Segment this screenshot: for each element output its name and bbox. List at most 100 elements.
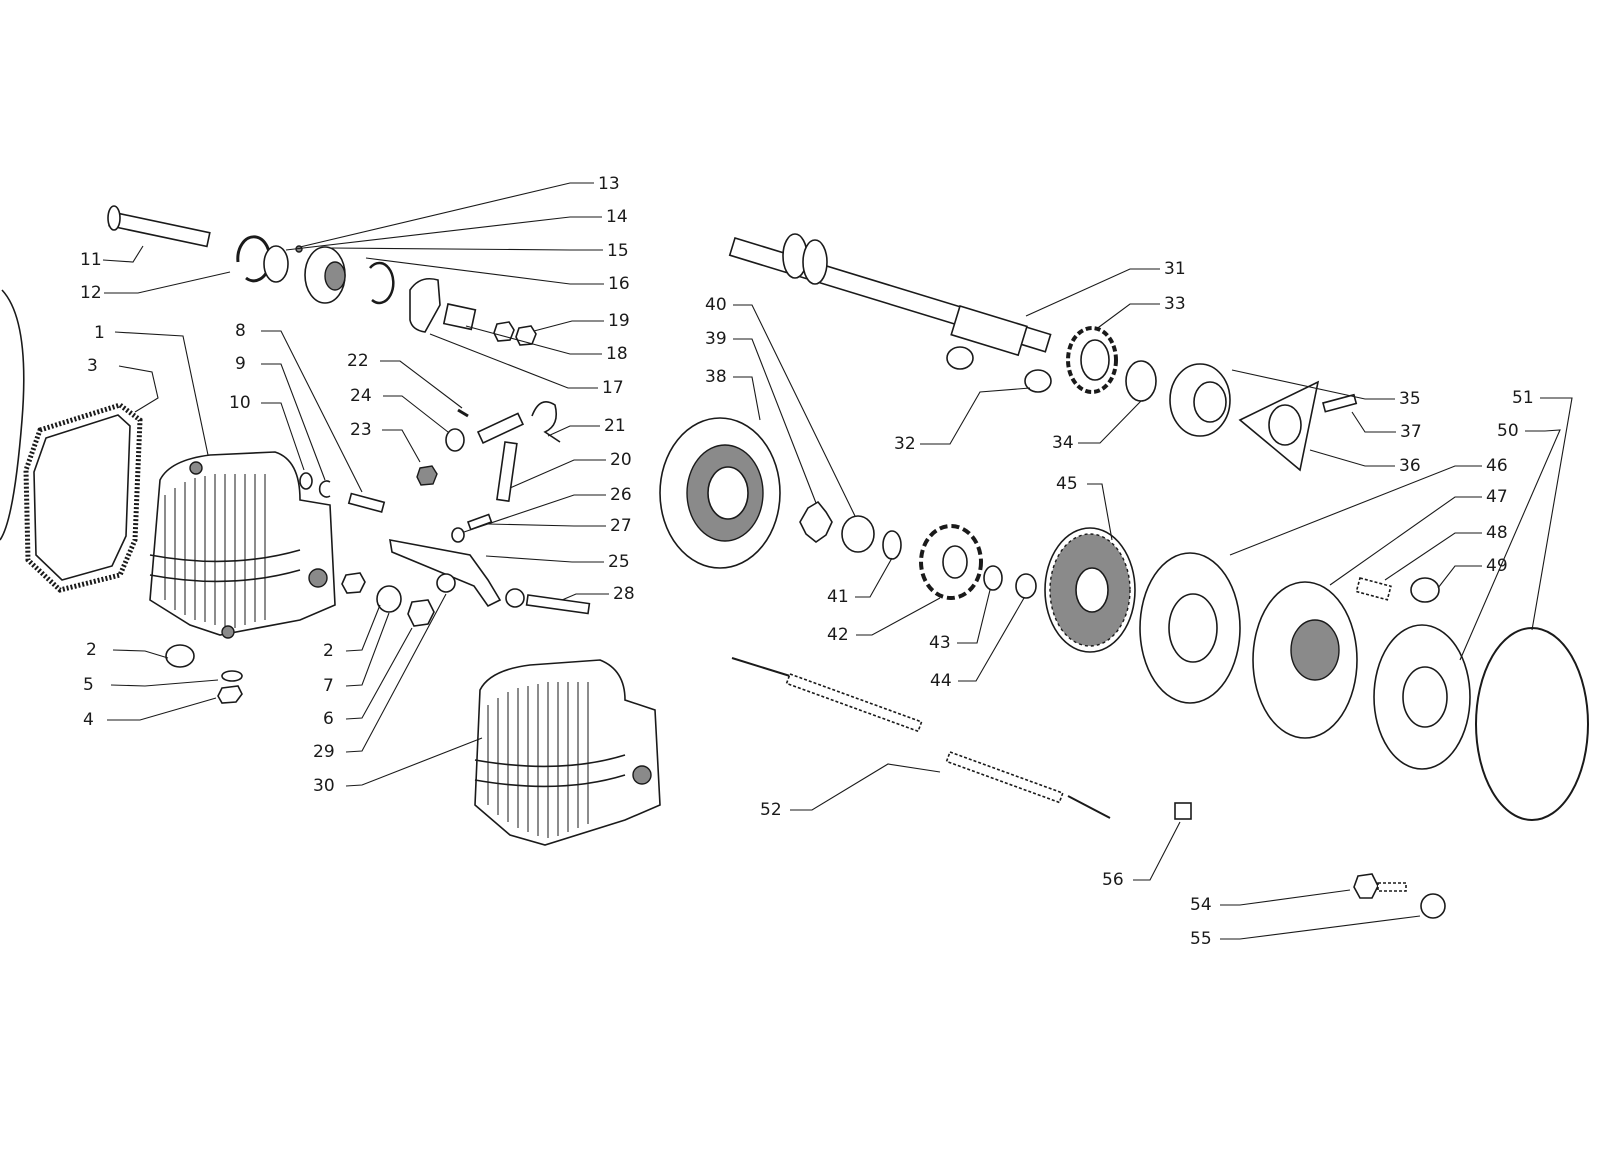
washer-34	[1125, 360, 1157, 402]
gear-33	[1066, 326, 1118, 394]
callout-44: 44	[930, 671, 952, 691]
callout-25: 25	[608, 552, 630, 572]
callout-33: 33	[1164, 294, 1186, 314]
callout-23: 23	[350, 420, 372, 440]
leader-22	[380, 360, 463, 409]
callout-31: 31	[1164, 259, 1186, 279]
pin-22	[457, 408, 469, 418]
callout-43: 43	[929, 633, 951, 653]
leader-28	[561, 593, 609, 601]
leader-38	[733, 376, 761, 421]
screw-54	[1353, 873, 1407, 899]
callout-42: 42	[827, 625, 849, 645]
leader-46	[1229, 465, 1482, 556]
washer-7	[376, 585, 402, 613]
leader-44	[958, 597, 1025, 682]
leader-14	[285, 216, 602, 251]
callout-18: 18	[606, 344, 628, 364]
callout-34: 34	[1052, 433, 1074, 453]
callout-24: 24	[350, 386, 372, 406]
callout-6: 6	[323, 709, 334, 729]
leader-32	[920, 387, 1031, 445]
drum-38	[659, 417, 781, 569]
circlip-16	[369, 261, 395, 305]
leader-45	[1087, 483, 1113, 541]
gear-42	[919, 524, 983, 600]
callout-26: 26	[610, 485, 632, 505]
lever-17	[409, 277, 441, 333]
callout-16: 16	[608, 274, 630, 294]
leader-24	[383, 395, 449, 433]
leader-26	[463, 494, 606, 533]
callout-40: 40	[705, 295, 727, 315]
leader-43	[957, 589, 991, 644]
leader-35	[1231, 369, 1395, 400]
plate-46	[1139, 552, 1241, 704]
friction-plate-45	[1044, 527, 1136, 653]
callout-51: 51	[1512, 388, 1534, 408]
shaft-31	[728, 233, 1052, 357]
plate-25	[389, 539, 502, 608]
leader-40	[733, 304, 856, 517]
leader-20	[509, 459, 606, 489]
leader-19	[533, 320, 604, 332]
leader-52	[790, 763, 941, 811]
callout-5: 5	[83, 675, 94, 695]
leader-2-right	[345, 604, 381, 652]
callout-41: 41	[827, 587, 849, 607]
callout-7: 7	[323, 676, 334, 696]
callout-39: 39	[705, 329, 727, 349]
leader-39	[733, 338, 817, 504]
callout-19: 19	[608, 311, 630, 331]
spacer-29	[436, 573, 456, 593]
leader-34	[1078, 400, 1142, 444]
callout-20: 20	[610, 450, 632, 470]
callout-15: 15	[607, 241, 629, 261]
leader-41	[855, 557, 893, 598]
callout-10: 10	[229, 393, 251, 413]
leader-56	[1133, 821, 1181, 881]
bush-2-left	[165, 644, 195, 668]
leader-49	[1437, 565, 1482, 589]
callout-37: 37	[1400, 422, 1422, 442]
callout-47: 47	[1486, 487, 1508, 507]
circlip-12	[236, 235, 272, 283]
leader-51	[1531, 397, 1573, 631]
nut-28b	[505, 588, 525, 608]
leader-25	[485, 555, 604, 563]
callout-50: 50	[1497, 421, 1519, 441]
callout-49: 49	[1486, 556, 1508, 576]
callout-11: 11	[80, 250, 102, 270]
callout-1: 1	[94, 323, 105, 343]
callout-38: 38	[705, 367, 727, 387]
ring-14	[263, 245, 289, 283]
callout-2-right: 2	[323, 641, 334, 661]
leader-29	[345, 593, 447, 753]
crankcase-edge	[0, 289, 25, 541]
leader-23	[382, 429, 421, 463]
bearing-32a	[946, 346, 974, 370]
washer-24	[445, 428, 465, 452]
callout-27: 27	[610, 516, 632, 536]
leader-31	[1025, 268, 1160, 317]
washer-43	[983, 565, 1003, 591]
callout-52: 52	[760, 800, 782, 820]
leader-17	[429, 333, 598, 389]
nut-44	[1015, 573, 1037, 599]
callout-13: 13	[598, 174, 620, 194]
ring-51	[1475, 627, 1589, 821]
callout-36: 36	[1399, 456, 1421, 476]
cover-1	[149, 451, 336, 639]
callout-56: 56	[1102, 870, 1124, 890]
leader-9	[261, 363, 326, 481]
leader-37	[1351, 411, 1396, 433]
leader-36	[1309, 449, 1395, 467]
leader-7	[345, 612, 390, 687]
nut-6	[407, 599, 435, 627]
leader-11	[102, 245, 144, 263]
circlip-41	[882, 530, 902, 560]
callout-12: 12	[80, 283, 102, 303]
cover-30	[474, 659, 661, 846]
star-washer-39	[799, 500, 833, 543]
leader-33	[1094, 303, 1160, 331]
